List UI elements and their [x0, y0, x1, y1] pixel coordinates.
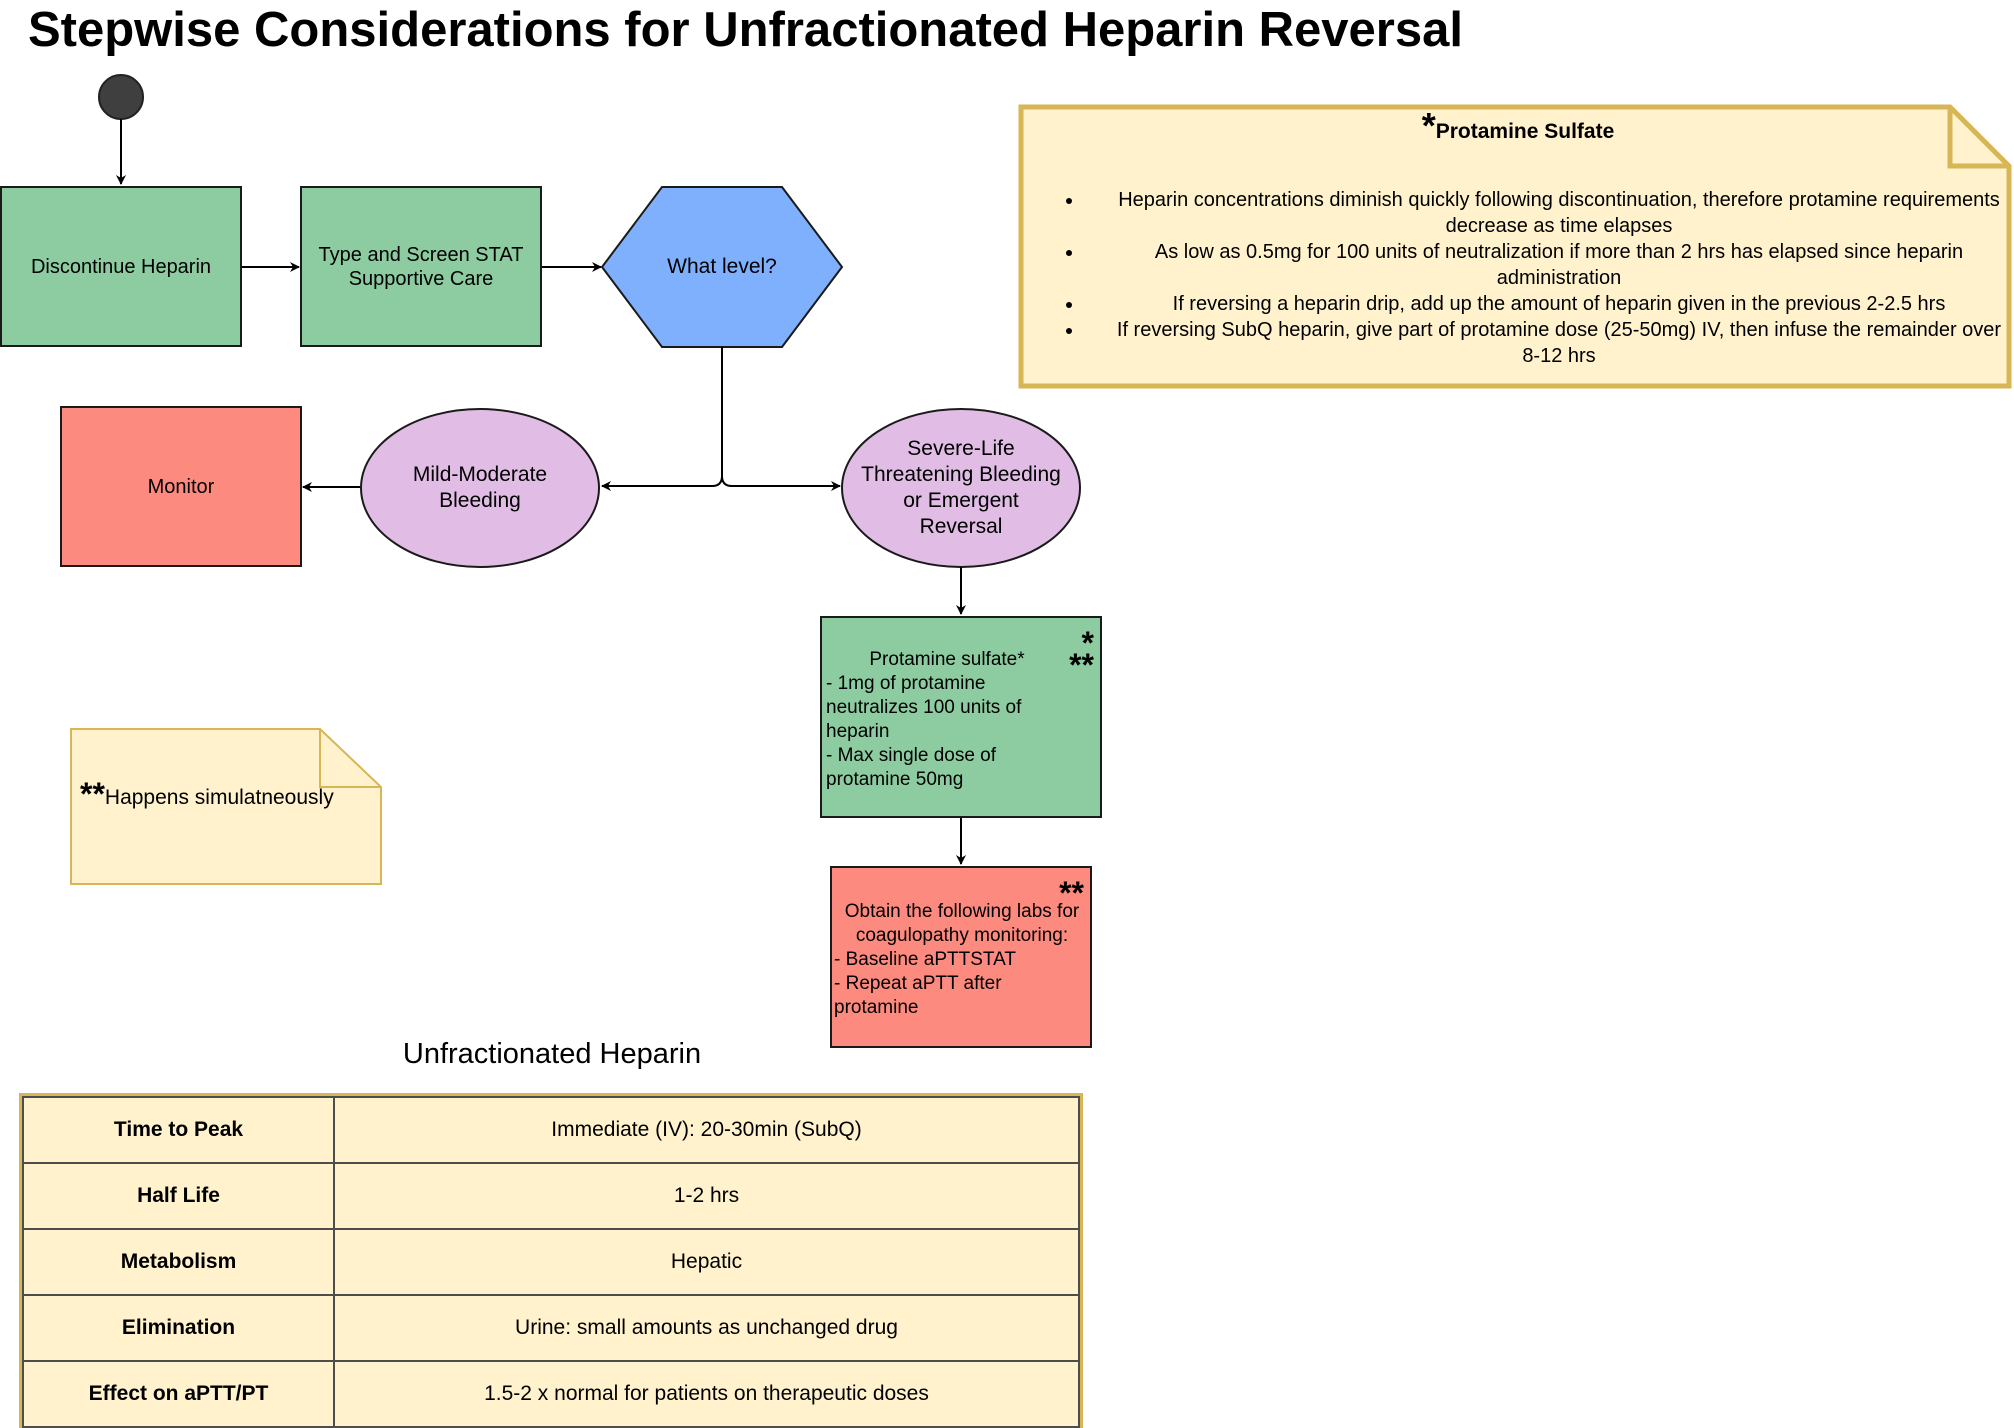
labs-stars-marker: ** [1059, 875, 1084, 911]
labs-box-details: - Baseline aPTTSTAT - Repeat aPTT after … [834, 949, 1016, 1018]
table-row: Metabolism Hepatic [22, 1228, 1080, 1296]
labs-box-heading: Obtain the following labs for coagulopat… [844, 901, 1080, 946]
table-value-cell: Urine: small amounts as unchanged drug [333, 1294, 1080, 1362]
table-value-cell: 1.5-2 x normal for patients on therapeut… [333, 1360, 1080, 1428]
type-screen-label: Type and Screen STAT Supportive Care [318, 243, 524, 290]
page-title: Stepwise Considerations for Unfractionat… [28, 3, 1463, 57]
mild-moderate-label: Mild-Moderate Bleeding [412, 463, 548, 512]
monitor-label: Monitor [147, 475, 215, 498]
protamine-bullet: If reversing SubQ heparin, give part of … [1084, 317, 2006, 369]
protamine-box-details: - 1mg of protamine neutralizes 100 units… [826, 673, 1022, 790]
type-screen-box: Type and Screen STAT Supportive Care [300, 186, 542, 347]
simultaneous-stars-marker: * ** [1069, 625, 1094, 683]
table-param-cell: Metabolism [22, 1228, 335, 1296]
simultaneous-note-fold [319, 729, 381, 788]
table-row: Effect on aPTT/PT 1.5-2 x normal for pat… [22, 1360, 1080, 1428]
monitor-box: Monitor [60, 406, 302, 567]
protamine-note-title: Protamine Sulfate [1435, 120, 1615, 143]
discontinue-heparin-label: Discontinue Heparin [30, 255, 212, 278]
discontinue-heparin-box: Discontinue Heparin [0, 186, 242, 347]
table-param-cell: Half Life [22, 1162, 335, 1230]
simultaneous-note-text: Happens simulatneously [104, 786, 334, 809]
protamine-note: *Protamine Sulfate Heparin concentration… [1030, 108, 2006, 384]
table-value-cell: Immediate (IV): 20-30min (SubQ) [333, 1096, 1080, 1164]
protamine-note-star: * [1421, 105, 1436, 146]
table-param-cell: Effect on aPTT/PT [22, 1360, 335, 1428]
protamine-bullet: As low as 0.5mg for 100 units of neutral… [1084, 239, 2006, 291]
simultaneous-note-shape [70, 728, 382, 885]
table-param-cell: Time to Peak [22, 1096, 335, 1164]
table-value-cell: Hepatic [333, 1228, 1080, 1296]
protamine-note-bullets: Heparin concentrations diminish quickly … [1030, 187, 2006, 369]
connector-decision-to-severe [721, 475, 841, 491]
hexagon-shape [600, 186, 844, 348]
what-level-label: What level? [667, 255, 777, 278]
protamine-bullet: If reversing a heparin drip, add up the … [1084, 291, 2006, 317]
protamine-sulfate-box: * ** Protamine sulfate* - 1mg of protami… [820, 616, 1102, 818]
coagulopathy-labs-box: ** Obtain the following labs for coagulo… [830, 866, 1092, 1048]
protamine-note-shape [1018, 104, 2012, 389]
table-row: Half Life 1-2 hrs [22, 1162, 1080, 1230]
protamine-bullet: Heparin concentrations diminish quickly … [1084, 187, 2006, 239]
connector-decision-to-mild [601, 347, 723, 491]
mild-moderate-ellipse [360, 408, 600, 568]
protamine-note-fold [1947, 107, 2009, 169]
table-row: Time to Peak Immediate (IV): 20-30min (S… [22, 1096, 1080, 1164]
simultaneous-note: **Happens simulatneously [80, 776, 380, 826]
table-param-cell: Elimination [22, 1294, 335, 1362]
table-value-cell: 1-2 hrs [333, 1162, 1080, 1230]
heparin-properties-table: Time to Peak Immediate (IV): 20-30min (S… [19, 1093, 1083, 1428]
table-title: Unfractionated Heparin [402, 1038, 702, 1070]
table-row: Elimination Urine: small amounts as unch… [22, 1294, 1080, 1362]
start-node [98, 74, 144, 120]
simultaneous-note-stars: ** [80, 776, 105, 812]
protamine-box-heading: Protamine sulfate* [869, 649, 1025, 670]
severe-bleeding-label: Severe-Life Threatening Bleeding or Emer… [861, 437, 1061, 538]
